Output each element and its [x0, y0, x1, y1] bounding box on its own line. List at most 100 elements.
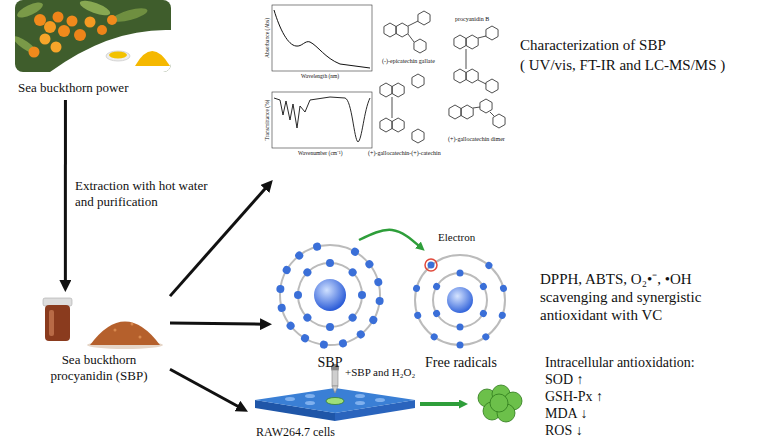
- ring: [412, 129, 424, 143]
- plate-well: [355, 394, 365, 398]
- ring: [396, 23, 408, 37]
- electron-dot: [481, 332, 491, 342]
- section-heading: Characterization of SBP: [520, 36, 666, 54]
- electron-dot: [326, 323, 334, 331]
- electron-dot: [294, 291, 302, 299]
- electron-dot: [412, 284, 421, 293]
- berry: [58, 25, 70, 37]
- bond: [478, 80, 486, 84]
- ring: [466, 35, 478, 49]
- spectrum-curve: [274, 97, 370, 142]
- axis-title: Transmittance (%): [264, 100, 271, 141]
- ring: [392, 83, 404, 97]
- result-item: ROS ↓: [545, 423, 583, 440]
- electron-dot: [432, 282, 442, 292]
- electron-dot: [499, 284, 508, 293]
- powder-grain: [139, 336, 142, 339]
- electron-dot: [300, 333, 311, 344]
- section-heading: ( UV/vis, FT-IR and LC-MS/MS ): [520, 56, 725, 74]
- ring: [414, 39, 426, 53]
- axis-title: Wavelength (nm): [301, 73, 339, 80]
- flow-arrow: [170, 186, 267, 296]
- bond: [392, 97, 393, 118]
- electron-dot: [368, 315, 379, 326]
- node-text: Free radicals: [410, 355, 512, 372]
- ring: [493, 114, 505, 128]
- electron-dot: [429, 332, 439, 342]
- ring: [449, 105, 461, 119]
- result-heading: Intracellular antioxidation:: [545, 355, 695, 372]
- powder-grain: [114, 329, 117, 332]
- cell: [490, 394, 508, 412]
- berry: [29, 47, 40, 58]
- berry: [67, 16, 78, 27]
- electron-dot: [358, 291, 366, 299]
- electron-dot: [350, 246, 361, 257]
- chemical-structures: [380, 11, 505, 143]
- ring: [392, 118, 404, 132]
- bond: [466, 49, 467, 69]
- orbit: [415, 255, 505, 345]
- bottle: [45, 305, 70, 341]
- result-item: MDA ↓: [545, 406, 587, 423]
- berry: [34, 14, 46, 26]
- incoming-electron: [428, 262, 435, 269]
- electron-dot: [294, 250, 305, 261]
- node-text: Sea buckthorn power: [18, 80, 173, 96]
- electron-dot: [302, 267, 313, 278]
- product-node: Sea buckthorn procyanidin (SBP): [28, 292, 170, 395]
- bond: [408, 34, 414, 42]
- ring: [486, 79, 498, 93]
- electron-dot: [457, 324, 464, 331]
- electron-dot: [276, 284, 285, 293]
- berry: [74, 29, 86, 41]
- bond: [490, 112, 494, 116]
- electron-dot: [498, 311, 507, 320]
- process-arrow: [420, 402, 462, 406]
- electron-dot: [312, 242, 322, 252]
- assay-note: DPPH, ABTS, O₂•⁻, •OH scavenging and syn…: [540, 270, 725, 324]
- leaf: [111, 6, 148, 25]
- plate-well: [375, 398, 385, 402]
- treatment-label: +SBP and H₂O₂: [345, 366, 415, 379]
- sea-buckthorn-photo: [15, 0, 171, 72]
- electron-dot: [375, 297, 384, 306]
- bond: [478, 36, 486, 38]
- plate-well: [355, 401, 365, 405]
- electron-dot: [355, 329, 366, 340]
- powder-grain: [131, 323, 134, 326]
- berry: [53, 12, 64, 23]
- flow-arrow: [170, 369, 241, 408]
- electron-dot: [277, 303, 287, 313]
- photo-swoosh: [50, 30, 171, 72]
- bond: [473, 107, 480, 108]
- ring: [454, 35, 466, 49]
- atom-node: Free radicals: [410, 250, 512, 374]
- axis-title: Absorbance (Abs): [264, 18, 271, 58]
- berry: [51, 42, 62, 53]
- berry: [44, 21, 56, 33]
- incoming-electron-ring: [425, 259, 437, 271]
- yellow-powder-heap: [135, 51, 170, 66]
- node-text: procyanidin B: [455, 16, 515, 23]
- bottle-cap: [43, 298, 72, 306]
- dropper-tube: [332, 370, 338, 386]
- electron-dot: [479, 282, 489, 292]
- flow-arrow: [64, 100, 67, 284]
- ring: [454, 69, 466, 83]
- electron-dot: [373, 277, 383, 287]
- ring: [461, 105, 473, 119]
- ring: [486, 26, 498, 40]
- electron-dot: [413, 311, 422, 320]
- flow-arrow: [359, 230, 420, 247]
- ring: [380, 118, 392, 132]
- orbit: [280, 245, 380, 345]
- nucleus: [314, 279, 346, 311]
- electron-dot: [457, 270, 464, 277]
- axis-title: Wavenumber (cm⁻¹): [298, 150, 343, 157]
- electron-dot: [338, 338, 348, 348]
- dropper-tip: [332, 386, 338, 393]
- leaf: [78, 0, 111, 18]
- berry: [97, 25, 107, 35]
- electron-dot: [484, 261, 494, 271]
